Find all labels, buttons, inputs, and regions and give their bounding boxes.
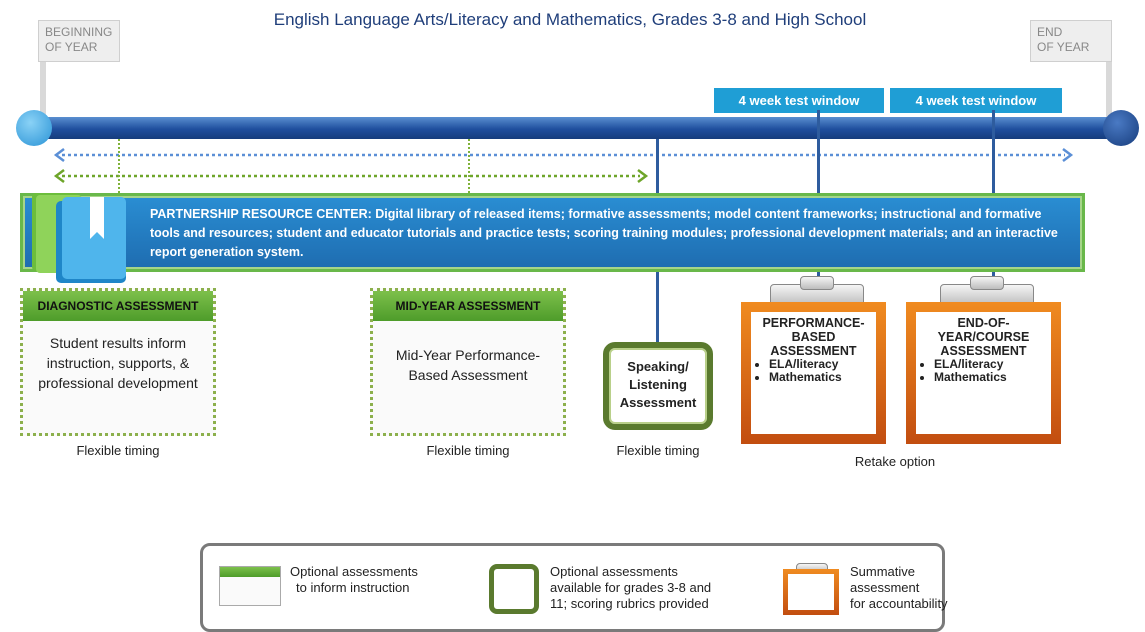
legend-line: assessment — [850, 580, 920, 595]
speaking-listening-box: Speaking/ Listening Assessment — [603, 342, 713, 430]
flag-line: OF YEAR — [45, 40, 98, 54]
test-window-label: 4 week test window — [890, 88, 1062, 113]
title-line: ASSESSMENT — [770, 344, 857, 358]
speaking-timing-caption: Flexible timing — [616, 443, 700, 458]
title-line: Listening — [629, 377, 687, 392]
midyear-timing-caption: Flexible timing — [426, 443, 510, 458]
timeline-end-cap — [1103, 110, 1139, 146]
legend-optional-swatch — [219, 566, 281, 606]
clipboard-clip-icon — [970, 276, 1004, 290]
page-title: English Language Arts/Literacy and Mathe… — [273, 10, 867, 29]
resource-center-text: PARTNERSHIP RESOURCE CENTER: Digital lib… — [150, 207, 1058, 259]
arrowhead-left — [53, 148, 65, 162]
flag-line: OF YEAR — [1037, 40, 1090, 54]
pba-title: PERFORMANCE- BASED ASSESSMENT — [755, 316, 872, 358]
title-line: END-OF- — [957, 316, 1010, 330]
list-item: ELA/literacy — [934, 358, 1047, 371]
legend-optional-text: Optional assessments to inform instructi… — [290, 564, 480, 596]
midyear-assessment-header: MID-YEAR ASSESSMENT — [373, 291, 563, 321]
eoy-title: END-OF- YEAR/COURSE ASSESSMENT — [920, 316, 1047, 358]
legend-line: Summative — [850, 564, 916, 579]
midyear-connector — [468, 139, 470, 193]
diagnostic-timing-caption: Flexible timing — [76, 443, 160, 458]
eoy-subject-list: ELA/literacy Mathematics — [920, 358, 1047, 384]
beginning-of-year-flag: BEGINNING OF YEAR — [38, 20, 120, 62]
title-line: PERFORMANCE- — [762, 316, 865, 330]
end-of-year-flag: END OF YEAR — [1030, 20, 1112, 62]
end-flag-pole — [1106, 55, 1112, 120]
legend-line: Optional assessments — [290, 564, 418, 579]
midyear-assessment-box: MID-YEAR ASSESSMENT Mid-Year Performance… — [370, 288, 566, 436]
list-item: Mathematics — [934, 371, 1047, 384]
legend-summative-swatch — [783, 569, 839, 615]
clipboard-clip-icon — [800, 276, 834, 290]
list-item: Mathematics — [769, 371, 872, 384]
title-line: ASSESSMENT — [940, 344, 1027, 358]
test-window-label: 4 week test window — [714, 88, 884, 113]
arrowhead-right — [637, 169, 649, 183]
legend-line: available for grades 3-8 and — [550, 580, 712, 595]
diagnostic-assessment-header: DIAGNOSTIC ASSESSMENT — [23, 291, 213, 321]
year-timeline-bar — [24, 117, 1129, 139]
diagnostic-connector — [118, 139, 120, 193]
end-of-year-assessment-card: END-OF- YEAR/COURSE ASSESSMENT ELA/liter… — [906, 302, 1061, 444]
legend-line: for accountability — [850, 596, 948, 611]
title-line: Speaking/ — [627, 359, 689, 374]
flag-line: BEGINNING — [45, 25, 113, 39]
book-icon — [32, 193, 126, 283]
timeline-start-cap — [16, 110, 52, 146]
beginning-flag-pole — [40, 55, 46, 120]
diagnostic-assessment-description: Student results inform instruction, supp… — [38, 335, 198, 391]
performance-based-assessment-card: PERFORMANCE- BASED ASSESSMENT ELA/litera… — [741, 302, 886, 444]
pba-subject-list: ELA/literacy Mathematics — [755, 358, 872, 384]
legend-optional-rubric-swatch — [489, 564, 539, 614]
title-line: Assessment — [619, 395, 697, 410]
list-item: ELA/literacy — [769, 358, 872, 371]
legend-line: Optional assessments — [550, 564, 678, 579]
legend-line: to inform instruction — [296, 580, 410, 595]
legend-line: 11; scoring rubrics provided — [550, 596, 709, 611]
resource-center-banner — [20, 193, 1085, 272]
title-line: YEAR/COURSE — [937, 330, 1030, 344]
diagnostic-assessment-box: DIAGNOSTIC ASSESSMENT Student results in… — [20, 288, 216, 436]
retake-option-caption: Retake option — [854, 454, 936, 469]
title-line: BASED — [791, 330, 836, 344]
legend-optional-rubric-text: Optional assessments available for grade… — [550, 564, 750, 612]
legend-summative-text: Summative assessment for accountability — [850, 564, 950, 612]
flag-line: END — [1037, 25, 1063, 39]
arrowhead-right — [1062, 148, 1074, 162]
speaking-listening-title: Speaking/ Listening Assessment — [609, 348, 707, 412]
midyear-assessment-description: Mid-Year Performance-Based Assessment — [395, 347, 541, 383]
arrowhead-left — [53, 169, 65, 183]
